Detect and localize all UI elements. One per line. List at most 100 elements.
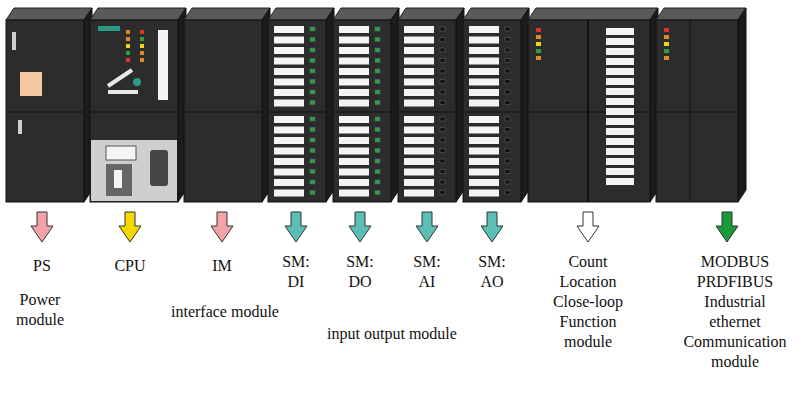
led-strip: [12, 32, 16, 50]
status-led: [664, 28, 669, 32]
module-label: input output module: [302, 324, 482, 344]
terminal-label: [404, 26, 434, 33]
terminal-label: [339, 68, 369, 75]
channel-led: [505, 69, 510, 73]
module-seam: [463, 112, 521, 113]
terminal-label: [606, 158, 634, 165]
channel-led: [375, 38, 380, 42]
function-module-drawing: [528, 8, 658, 202]
channel-led: [505, 38, 510, 42]
channel-led: [310, 80, 315, 84]
channel-led: [440, 90, 445, 94]
terminal-label: [404, 37, 434, 44]
channel-led: [505, 90, 510, 94]
terminal-label: [606, 128, 634, 135]
module-top: [528, 8, 658, 20]
terminal-label: [339, 127, 369, 134]
signal-module-drawing: [398, 8, 464, 202]
key: [133, 78, 141, 86]
battery: [114, 170, 122, 188]
terminal-label: [274, 47, 304, 54]
channel-led: [505, 27, 510, 31]
status-led: [536, 35, 541, 39]
module-front: [528, 20, 650, 202]
terminal-label: [404, 190, 434, 197]
module-label: SM: AO: [473, 252, 511, 292]
module-side: [738, 8, 746, 202]
terminal-label: [404, 169, 434, 176]
channel-led: [440, 38, 445, 42]
status-led: [140, 37, 144, 41]
down-arrow: [119, 212, 141, 242]
terminal-label: [606, 38, 634, 45]
module-label: SM: DO: [341, 252, 379, 292]
status-led: [536, 49, 541, 53]
status-led: [126, 51, 130, 55]
channel-led: [310, 27, 315, 31]
channel-led: [505, 180, 510, 184]
channel-led: [375, 170, 380, 174]
terminal-label: [606, 98, 634, 105]
down-arrow: [31, 212, 53, 242]
mpi-port: [150, 150, 168, 186]
terminal-label: [469, 68, 499, 75]
status-led: [126, 30, 130, 34]
terminal-label: [339, 26, 369, 33]
terminal-label: [469, 79, 499, 86]
terminal-label: [274, 26, 304, 33]
channel-led: [310, 117, 315, 121]
interface-module-drawing: [184, 8, 270, 202]
module-label: PS: [12, 256, 72, 276]
terminal-label: [606, 148, 634, 155]
channel-led: [375, 69, 380, 73]
channel-led: [375, 117, 380, 121]
channel-led: [440, 80, 445, 84]
channel-led: [310, 170, 315, 174]
channel-led: [505, 48, 510, 52]
module-front: [6, 20, 84, 202]
terminal-label: [339, 148, 369, 155]
down-arrow: [481, 212, 503, 242]
module-seam: [6, 112, 84, 113]
channel-led: [440, 180, 445, 184]
status-led: [140, 51, 144, 55]
terminal-label: [469, 169, 499, 176]
status-led: [126, 58, 130, 62]
module-front: [398, 20, 456, 202]
switch-plate: [20, 72, 42, 96]
module-seam: [184, 112, 262, 113]
signal-module-drawing: [463, 8, 529, 202]
status-led: [536, 56, 541, 60]
module-top: [6, 8, 92, 20]
status-led: [126, 44, 130, 48]
terminal-label: [404, 100, 434, 107]
channel-led: [375, 180, 380, 184]
module-front: [463, 20, 521, 202]
module-top: [656, 8, 746, 20]
terminal-label: [274, 68, 304, 75]
module-label: SM: AI: [408, 252, 446, 292]
channel-led: [375, 138, 380, 142]
channel-led: [310, 59, 315, 63]
terminal-label: [469, 137, 499, 144]
terminal-label: [606, 178, 634, 185]
channel-led: [375, 90, 380, 94]
module-top: [90, 8, 186, 20]
module-seam: [656, 112, 738, 113]
terminal-label: [404, 158, 434, 165]
module-top: [398, 8, 464, 20]
terminal-label: [404, 47, 434, 54]
terminal-label: [404, 116, 434, 123]
channel-led: [310, 180, 315, 184]
signal-module-drawing: [333, 8, 399, 202]
module-label: interface module: [155, 302, 295, 322]
terminal-label: [274, 37, 304, 44]
terminal-label: [274, 190, 304, 197]
power-module-drawing: [6, 8, 92, 202]
terminal-label: [274, 169, 304, 176]
down-arrow: [211, 212, 233, 242]
terminal-label: [404, 58, 434, 65]
terminal-label: [339, 116, 369, 123]
terminal-label: [469, 89, 499, 96]
